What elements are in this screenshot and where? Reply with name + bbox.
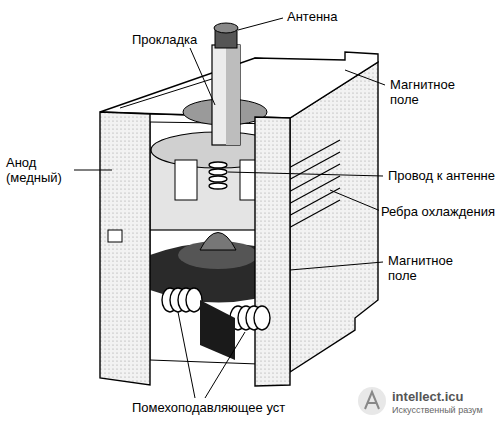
part-label: Прокладка [130,32,199,47]
part-label: Помехоподавляющее уст [130,400,287,415]
leader-lines [74,18,385,398]
part-label: Провод к антенне [386,168,497,183]
watermark-logo [358,387,386,415]
watermark: Искусственный разум [390,405,485,415]
part-label: Ребра охлаждения [379,204,497,219]
part-label: Антенна [285,9,339,24]
part-label: Магнитное поле [386,253,470,283]
watermark: intellect.icu [390,389,466,404]
part-label: Магнитное поле [388,77,472,107]
part-label: Анод (медный) [4,155,74,185]
